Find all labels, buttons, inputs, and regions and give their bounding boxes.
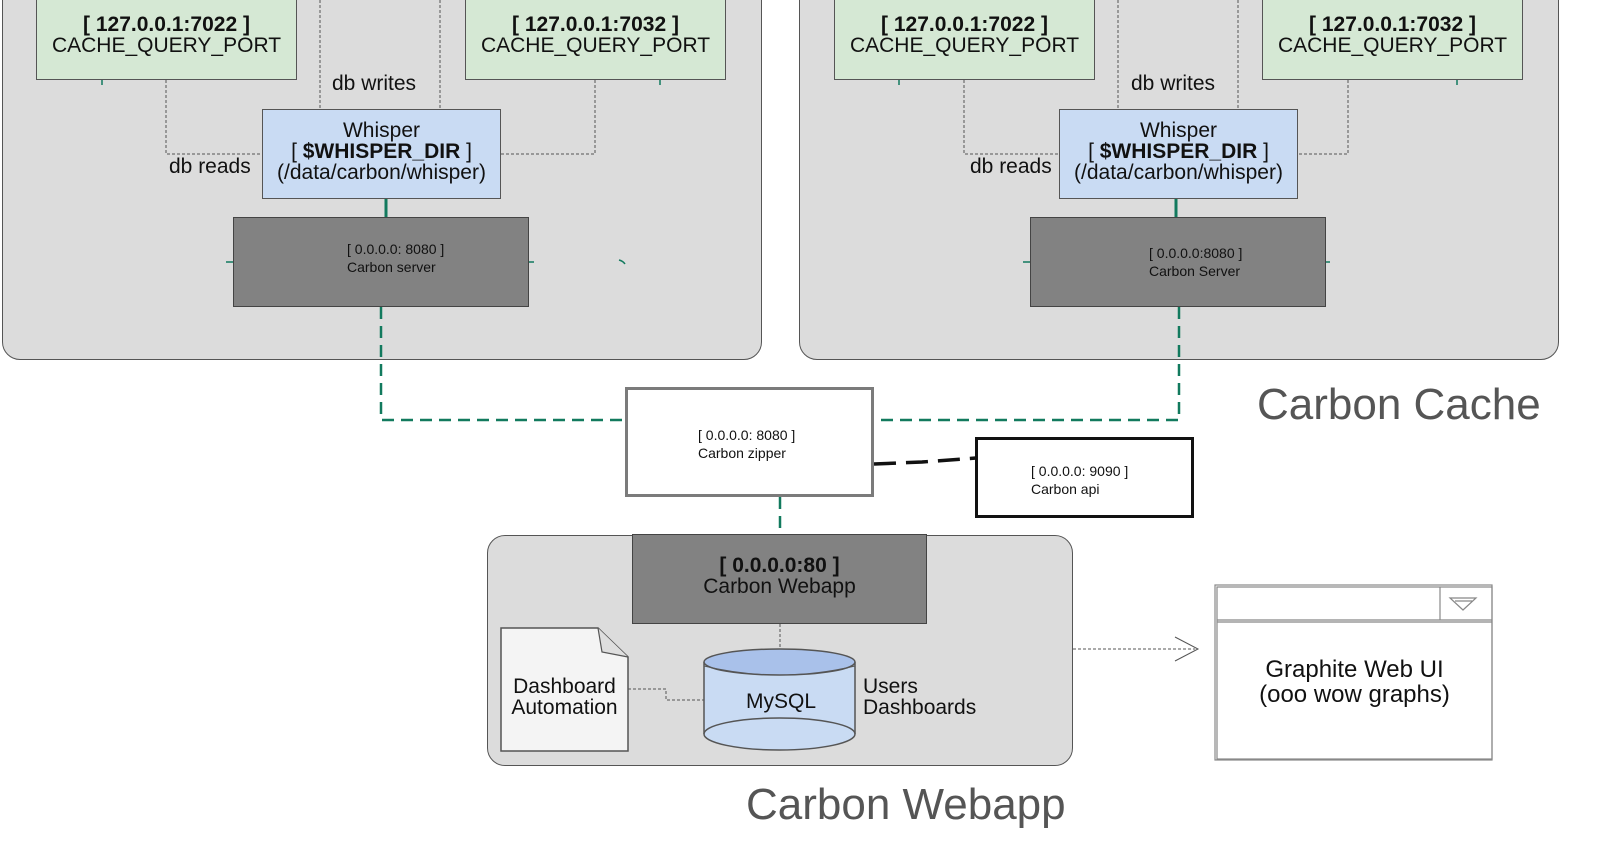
whisper-dir: $WHISPER_DIR [302,140,461,163]
db-label-line-2: Dashboards [863,696,977,719]
port-name: CACHE_QUERY_PORT [1277,34,1508,57]
right-carbon-server-box: [ 0.0.0.0:8080 ] Carbon Server [1030,217,1326,307]
mysql-label: MySQL [746,690,817,713]
right-cache-query-port-7032: [ 127.0.0.1:7032 ] CACHE_QUERY_PORT [1262,0,1523,80]
left-whisper-box: Whisper [ $WHISPER_DIR ] (/data/carbon/w… [262,109,501,199]
api-name: Carbon api [1031,481,1100,497]
port-address: [ 127.0.0.1:7032 ] [1309,13,1476,36]
carbon-cache-title: Carbon Cache [1257,380,1541,429]
right-cache-query-port-7022: [ 127.0.0.1:7022 ] CACHE_QUERY_PORT [834,0,1095,80]
mysql-cylinder-shape [703,648,856,751]
carbon-webapp-head-box: [ 0.0.0.0:80 ] Carbon Webapp [632,534,927,624]
right-db-reads-label: db reads [970,155,1052,178]
port-address: [ 127.0.0.1:7032 ] [512,13,679,36]
webapp-address: [ 0.0.0.0:80 ] [719,554,840,577]
port-address: [ 127.0.0.1:7022 ] [881,13,1048,36]
carbon-webapp-title: Carbon Webapp [746,780,1066,829]
whisper-dir: $WHISPER_DIR [1099,140,1258,163]
users-dashboards-label: Users Dashboards [863,676,976,718]
api-address: [ 0.0.0.0: 9090 ] [1031,463,1129,479]
whisper-path: (/data/carbon/whisper) [277,161,486,184]
server-address: [ 0.0.0.0:8080 ] [1149,245,1243,261]
doc-line-1: Dashboard [513,675,616,698]
port-name: CACHE_QUERY_PORT [51,34,282,57]
left-db-reads-label: db reads [169,155,251,178]
right-whisper-box: Whisper [ $WHISPER_DIR ] (/data/carbon/w… [1059,109,1298,199]
left-carbon-server-box: [ 0.0.0.0: 8080 ] Carbon server [233,217,529,307]
zipper-address: [ 0.0.0.0: 8080 ] [698,427,796,443]
server-address: [ 0.0.0.0: 8080 ] [347,241,445,257]
whisper-title: Whisper [342,119,421,142]
right-db-writes-label: db writes [1131,72,1216,95]
dashboard-automation-label: Dashboard Automation [501,676,628,718]
graphite-web-ui-label: Graphite Web UI (ooo wow graphs) [1217,657,1492,707]
whisper-dir-close: ] [1257,140,1269,163]
whisper-path: (/data/carbon/whisper) [1074,161,1283,184]
db-label-line-1: Users [863,675,918,698]
web-ui-line-1: Graphite Web UI [1265,656,1444,683]
port-name: CACHE_QUERY_PORT [849,34,1080,57]
whisper-dir-open: [ [1088,140,1100,163]
left-db-writes-label: db writes [332,72,417,95]
doc-line-2: Automation [511,696,618,719]
carbon-api-box: [ 0.0.0.0: 9090 ] Carbon api [975,437,1194,518]
carbon-zipper-box: [ 0.0.0.0: 8080 ] Carbon zipper [625,387,874,497]
port-name: CACHE_QUERY_PORT [480,34,711,57]
left-cache-query-port-7022: [ 127.0.0.1:7022 ] CACHE_QUERY_PORT [36,0,297,80]
web-ui-window-shape [1214,584,1493,761]
web-ui-line-2: (ooo wow graphs) [1259,681,1450,708]
left-cache-query-port-7032: [ 127.0.0.1:7032 ] CACHE_QUERY_PORT [465,0,726,80]
whisper-dir-close: ] [460,140,472,163]
webapp-name: Carbon Webapp [703,575,856,598]
server-name: Carbon Server [1149,263,1241,279]
server-name: Carbon server [347,259,436,275]
dashboard-document-shape [500,627,629,752]
port-address: [ 127.0.0.1:7022 ] [83,13,250,36]
whisper-dir-open: [ [291,140,303,163]
whisper-title: Whisper [1139,119,1218,142]
zipper-name: Carbon zipper [698,445,786,461]
